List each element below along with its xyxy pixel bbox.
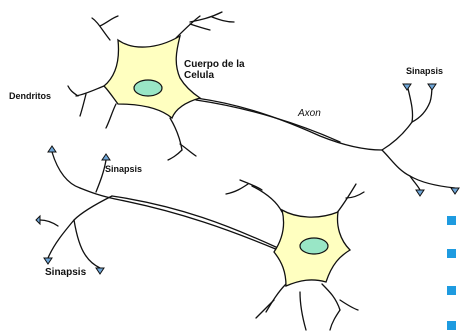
axon-branch [52, 152, 80, 188]
dendrite [340, 300, 358, 310]
dendrite [168, 150, 182, 160]
bullet-square [447, 321, 456, 330]
dendrite [80, 94, 86, 116]
dendrite [336, 184, 356, 214]
axon-branch [74, 220, 86, 256]
dendrite [266, 284, 286, 312]
dendrite [300, 292, 306, 330]
label-dendrites: Dendritos [9, 92, 51, 101]
axon-branch [382, 150, 455, 188]
bullet-square [447, 249, 456, 258]
axon-branch [86, 256, 100, 268]
axon-branch [412, 84, 432, 122]
dendrite [190, 12, 222, 22]
dendrite [100, 16, 118, 26]
label-synapse-bottom-left: Sinapsis [45, 268, 86, 279]
synapse-terminal [416, 190, 424, 196]
dendrite [190, 24, 210, 30]
synapse-terminal [44, 258, 52, 264]
dendrite [176, 16, 200, 38]
label-cell-body: Cuerpo de la Celula [184, 60, 245, 81]
synapse-terminal [48, 146, 56, 152]
dendrite [330, 310, 340, 330]
label-synapse-middle: Sinapsis [105, 165, 142, 174]
dendrite [240, 180, 262, 190]
dendrite [256, 300, 274, 318]
axon-branch [40, 220, 58, 226]
synapse-terminal [36, 216, 40, 224]
synapse-terminal [451, 188, 459, 194]
dendrite [68, 86, 78, 96]
label-axon: Axon [298, 109, 321, 120]
label-cell-body-line2: Celula [184, 71, 245, 82]
axon-branch [48, 196, 112, 258]
bullet-square [447, 216, 456, 225]
dendrite [106, 104, 116, 128]
dendrite [252, 186, 282, 212]
dendrite [322, 284, 340, 310]
axon [196, 98, 382, 150]
dendrite [76, 86, 104, 96]
dendrite [170, 118, 182, 150]
bullet-square [447, 286, 456, 295]
dendrite [212, 17, 234, 22]
dendrite [226, 184, 248, 194]
axon-branch [382, 84, 413, 150]
synapse-terminal [96, 268, 104, 274]
nucleus-lower [300, 238, 328, 254]
label-synapse-top-right: Sinapsis [406, 67, 443, 76]
synapse-terminal [428, 84, 436, 90]
label-cell-body-line1: Cuerpo de la [184, 60, 245, 71]
synapse-terminal [102, 154, 110, 160]
nucleus-upper [134, 80, 162, 96]
synapse-terminal [403, 84, 411, 90]
